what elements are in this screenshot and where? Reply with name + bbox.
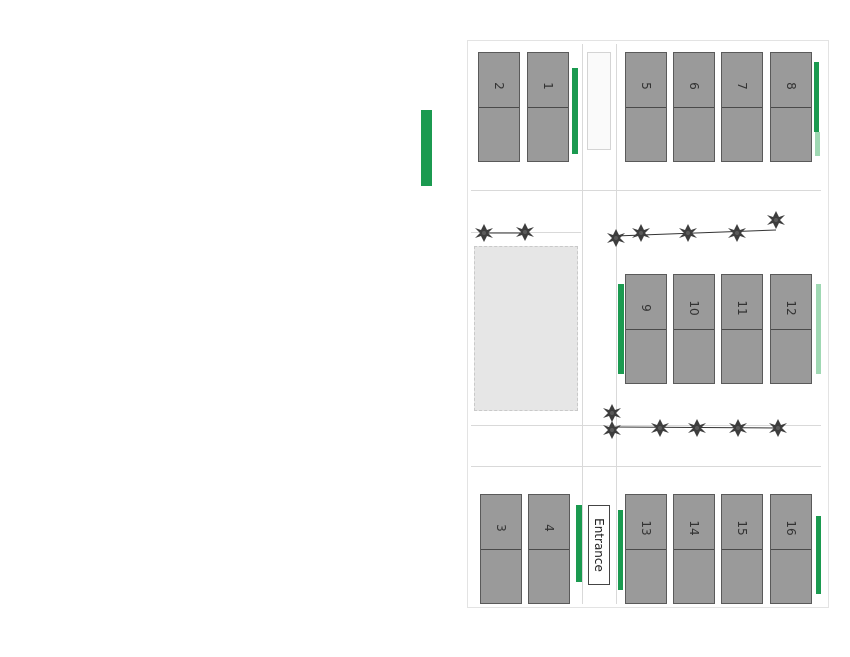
green-marker [576,505,582,582]
palm-tree-icon [603,404,621,422]
walkway [587,52,611,150]
unit-4[interactable]: 4 [528,494,570,604]
green-marker [816,516,821,594]
palm-tree-icon [516,223,534,241]
unit-11[interactable]: 11 [721,274,763,384]
unit-16[interactable]: 16 [770,494,812,604]
unit-12[interactable]: 12 [770,274,812,384]
palm-tree-icon [728,224,746,242]
road-line [471,466,821,467]
unit-2[interactable]: 2 [478,52,520,162]
palm-tree-icon [651,419,669,437]
unit-8[interactable]: 8 [770,52,812,162]
palm-tree-icon [607,229,625,247]
road-line [471,425,821,426]
green-marker [618,510,623,590]
unit-14[interactable]: 14 [673,494,715,604]
road-line [582,44,583,604]
entrance-sign[interactable]: Entrance [588,505,610,585]
unit-5[interactable]: 5 [625,52,667,162]
road-line [616,44,617,604]
unit-1[interactable]: 1 [527,52,569,162]
courtyard-area [474,246,578,411]
green-marker [815,132,820,156]
palm-tree-icon [767,211,785,229]
palm-tree-icon [632,224,650,242]
green-marker [814,62,819,132]
unit-7[interactable]: 7 [721,52,763,162]
unit-3[interactable]: 3 [480,494,522,604]
green-marker [618,284,624,374]
green-marker [816,284,821,374]
unit-6[interactable]: 6 [673,52,715,162]
unit-9[interactable]: 9 [625,274,667,384]
unit-15[interactable]: 15 [721,494,763,604]
green-marker [572,68,578,154]
unit-13[interactable]: 13 [625,494,667,604]
unit-10[interactable]: 10 [673,274,715,384]
green-marker [421,110,432,186]
road-line [471,190,821,191]
palm-tree-icon [603,421,621,439]
